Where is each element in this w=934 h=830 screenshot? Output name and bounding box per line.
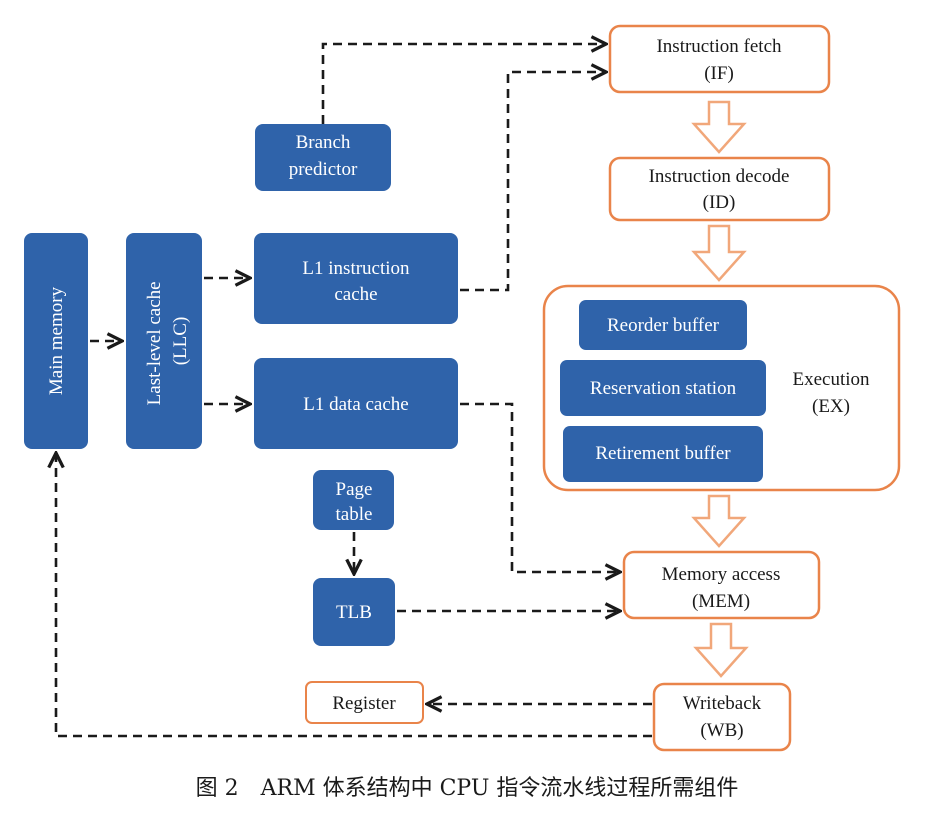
svg-text:Last-level cache (LLC): Last-level cache (LLC): [144, 277, 191, 406]
page-table-block: Page table: [313, 470, 394, 530]
reservation-station-block: [560, 360, 766, 416]
stage-wb: Writeback (WB): [652, 682, 792, 752]
llc-label-line1: Last-level cache: [144, 281, 165, 405]
reservation-station-label: Reservation station: [590, 378, 737, 399]
stage-id-label-line1: Instruction decode: [649, 166, 790, 187]
flow-arrow-ex-mem: [691, 494, 747, 548]
stage-if: Instruction fetch (IF): [608, 24, 831, 94]
main-memory-block: Main memory: [24, 233, 88, 449]
arrow-l1d-to-mem: [460, 402, 620, 572]
stage-mem-label-line1: Memory access: [662, 564, 781, 585]
l1-instruction-cache-label-line1: L1 instruction: [302, 258, 410, 279]
l1-instruction-cache-label-line2: cache: [334, 284, 377, 305]
stage-mem: Memory access (MEM): [622, 550, 821, 620]
pipeline-diagram: Main memory Last-level cache (LLC) Branc…: [24, 24, 901, 752]
reorder-buffer-block: [579, 300, 747, 350]
l1-data-cache-label: L1 data cache: [303, 394, 408, 415]
branch-predictor-label-line2: predictor: [289, 159, 358, 180]
page-table-label-line1: Page: [336, 479, 373, 500]
register-block: Register: [305, 681, 424, 724]
flow-arrow-id-ex: [691, 224, 747, 282]
stage-id: Instruction decode (ID): [608, 156, 831, 222]
flow-arrow-mem-wb: [693, 622, 749, 678]
llc-label-line2: (LLC): [170, 317, 191, 366]
main-memory-label: Main memory: [46, 286, 67, 395]
reorder-buffer-label: Reorder buffer: [607, 315, 720, 336]
stage-wb-label-line2: (WB): [700, 720, 743, 741]
arrow-wb-to-memory: [56, 453, 652, 738]
tlb-block: TLB: [313, 578, 395, 646]
l1-data-cache-block: L1 data cache: [254, 358, 458, 449]
figure-caption: 图 2 ARM 体系结构中 CPU 指令流水线过程所需组件: [195, 776, 739, 801]
arrow-l1i-to-if: [460, 72, 606, 292]
tlb-label: TLB: [336, 602, 372, 623]
stage-ex-label-line2: (EX): [812, 396, 850, 417]
stage-ex-label-line1: Execution: [792, 369, 870, 390]
l1-instruction-cache-block: L1 instruction cache: [254, 233, 458, 324]
branch-predictor-block: Branch predictor: [255, 124, 391, 191]
retirement-buffer-label: Retirement buffer: [595, 443, 731, 464]
stage-if-label-line2: (IF): [704, 63, 734, 84]
arrow-branch-to-if: [321, 44, 606, 124]
stage-if-label-line1: Instruction fetch: [656, 36, 782, 57]
retirement-buffer-block: [563, 426, 763, 482]
stage-mem-label-line2: (MEM): [692, 591, 750, 612]
stage-id-label-line2: (ID): [703, 192, 736, 213]
flow-arrow-if-id: [691, 100, 747, 154]
register-label: Register: [332, 693, 396, 714]
page-table-label-line2: table: [336, 504, 373, 525]
llc-block: Last-level cache (LLC): [126, 233, 202, 449]
stage-ex: Reorder buffer Reservation station Retir…: [542, 284, 901, 492]
branch-predictor-label-line1: Branch: [296, 132, 351, 153]
stage-wb-label-line1: Writeback: [683, 693, 762, 714]
